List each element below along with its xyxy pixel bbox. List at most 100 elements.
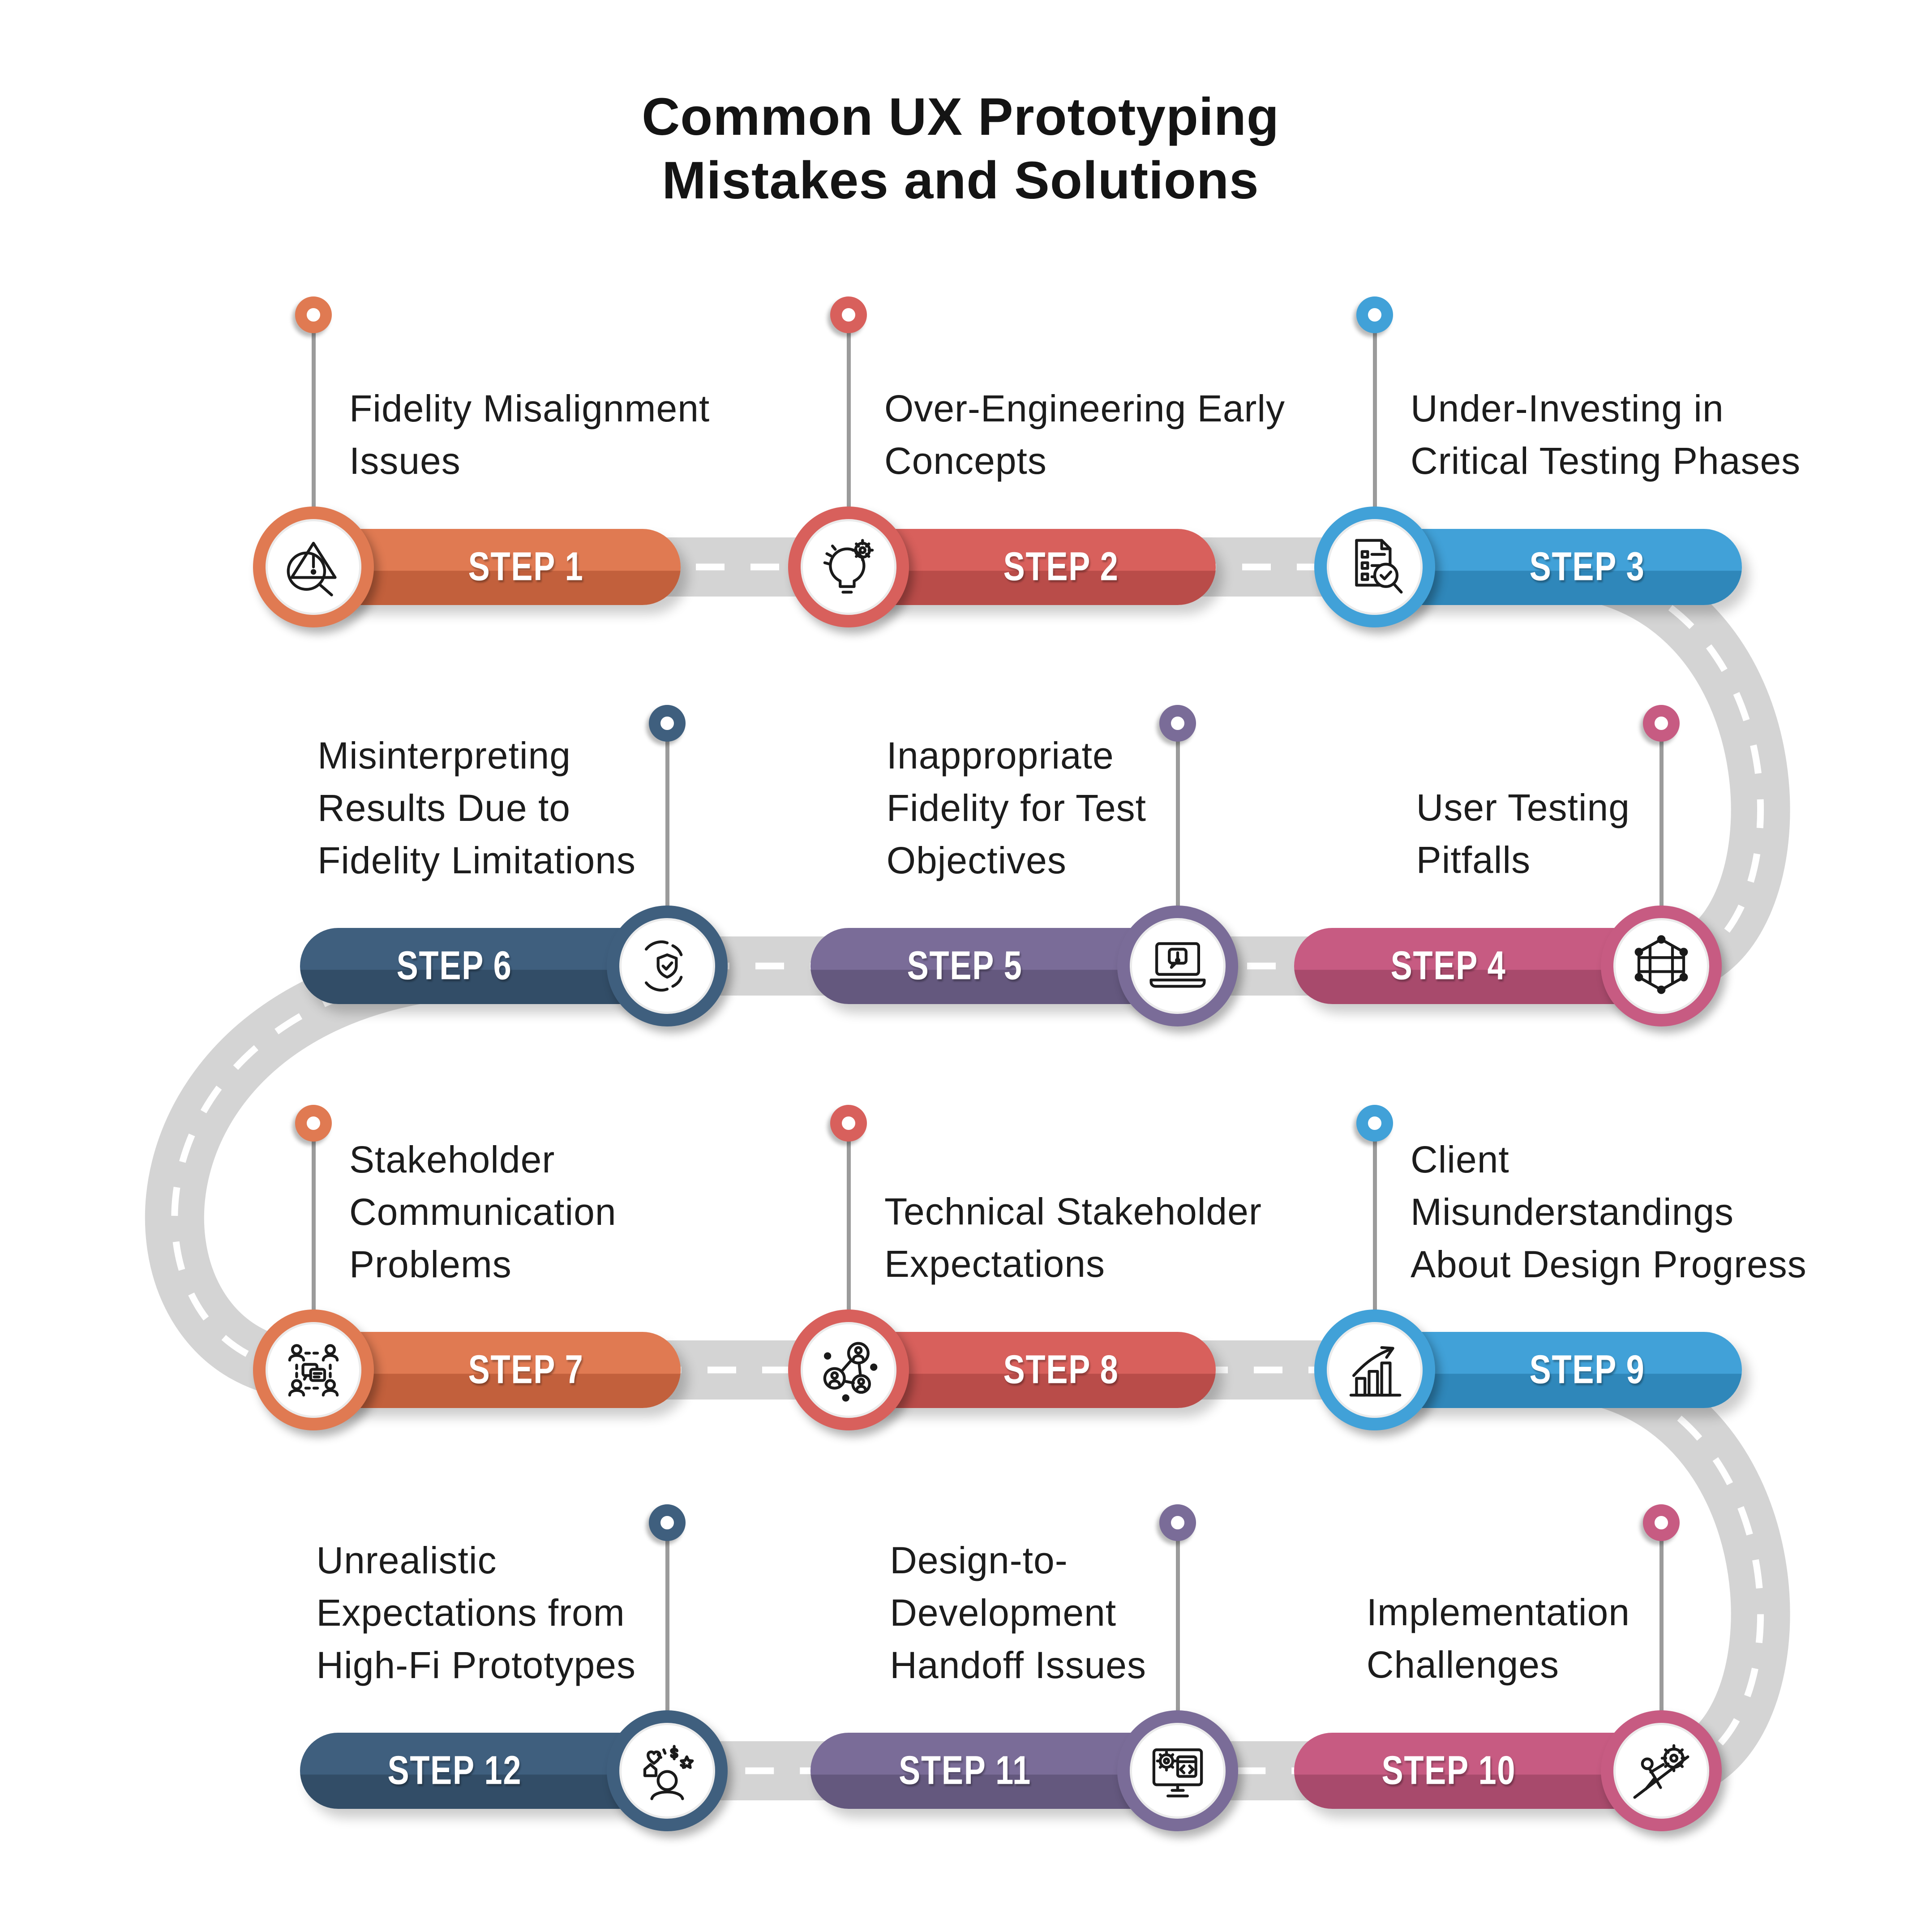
step-title-line: Design-to- bbox=[890, 1539, 1068, 1581]
step-circle bbox=[1117, 906, 1238, 1026]
step-title-line: Misunderstandings bbox=[1411, 1191, 1734, 1233]
step-title-line: Critical Testing Phases bbox=[1411, 440, 1801, 482]
step-pill-label: STEP 4 bbox=[1391, 943, 1506, 988]
step-title: Fidelity Misalignment Issues bbox=[349, 382, 710, 487]
step-title-line: Expectations bbox=[884, 1243, 1105, 1285]
step-title-line: Issues bbox=[349, 440, 461, 482]
step-title: Under-Investing in Critical Testing Phas… bbox=[1411, 382, 1801, 487]
person-ideas-icon bbox=[634, 1737, 701, 1804]
timeline-dot bbox=[1356, 1105, 1393, 1142]
step-title-line: Misinterpreting bbox=[317, 734, 571, 777]
step-title-line: Over-Engineering Early bbox=[884, 387, 1286, 429]
step-circle bbox=[607, 906, 728, 1026]
people-network-icon bbox=[815, 1336, 882, 1404]
step-title-line: Development bbox=[890, 1592, 1117, 1634]
step-title-line: Handoff Issues bbox=[890, 1644, 1146, 1686]
step-title-line: Objectives bbox=[886, 839, 1067, 881]
step-title: Over-Engineering Early Concepts bbox=[884, 382, 1285, 487]
step-title: Client Misunderstandings About Design Pr… bbox=[1411, 1133, 1807, 1291]
step-title-line: Communication bbox=[349, 1191, 617, 1233]
connector-line bbox=[1373, 331, 1377, 520]
step-circle bbox=[253, 507, 374, 627]
timeline-dot bbox=[1643, 705, 1680, 742]
step-title-line: User Testing bbox=[1416, 786, 1630, 829]
timeline-dot bbox=[1356, 296, 1393, 333]
connector-line bbox=[847, 331, 851, 520]
step-title-line: Under-Investing in bbox=[1411, 387, 1724, 429]
step-title-line: Unrealistic bbox=[316, 1539, 497, 1581]
step-title-line: Results Due to bbox=[317, 787, 570, 829]
step-title-line: High-Fi Prototypes bbox=[316, 1644, 636, 1686]
step-title: Unrealistic Expectations from High-Fi Pr… bbox=[316, 1534, 636, 1692]
step-pill-label: STEP 6 bbox=[397, 943, 512, 988]
step-pill-label: STEP 2 bbox=[1003, 544, 1119, 589]
lightbulb-gears-icon bbox=[815, 533, 882, 601]
hands-shield-icon bbox=[634, 932, 701, 1000]
growth-chart-icon bbox=[1341, 1336, 1408, 1404]
timeline-dot bbox=[1643, 1504, 1680, 1541]
timeline-dot bbox=[295, 1105, 332, 1142]
step-title: Stakeholder Communication Problems bbox=[349, 1133, 617, 1291]
timeline-dot bbox=[649, 1504, 686, 1541]
step-title-line: Fidelity Limitations bbox=[317, 839, 636, 881]
step-title-line: Problems bbox=[349, 1243, 512, 1285]
step-pill-label: STEP 12 bbox=[387, 1748, 522, 1793]
step-circle bbox=[788, 507, 909, 627]
step-title-line: Stakeholder bbox=[349, 1138, 555, 1181]
page-title-line1: Common UX Prototyping bbox=[642, 87, 1279, 146]
timeline-dot bbox=[295, 296, 332, 333]
step-title-line: Inappropriate bbox=[886, 734, 1114, 777]
step-circle bbox=[788, 1309, 909, 1430]
step-title-line: Technical Stakeholder bbox=[884, 1190, 1262, 1232]
step-circle bbox=[1601, 906, 1722, 1026]
step-title-line: Implementation bbox=[1366, 1591, 1630, 1633]
step-pill-label: STEP 9 bbox=[1530, 1347, 1645, 1392]
connector-line bbox=[847, 1139, 851, 1323]
road-dash-line bbox=[171, 563, 1764, 1774]
step-pill-label: STEP 5 bbox=[907, 943, 1023, 988]
monitor-code-icon bbox=[1144, 1737, 1211, 1804]
connector-line bbox=[312, 331, 316, 520]
person-gear-icon bbox=[1628, 1737, 1695, 1804]
step-title-line: Expectations from bbox=[316, 1592, 625, 1634]
step-title-line: Fidelity Misalignment bbox=[349, 387, 710, 429]
connector-line bbox=[1176, 739, 1180, 919]
step-circle bbox=[1314, 507, 1435, 627]
step-title: Technical Stakeholder Expectations bbox=[884, 1185, 1262, 1290]
step-circle bbox=[1314, 1309, 1435, 1430]
network-mesh-icon bbox=[1628, 932, 1695, 1000]
step-title-line: Fidelity for Test bbox=[886, 787, 1146, 829]
timeline-dot bbox=[830, 1105, 867, 1142]
step-pill-label: STEP 11 bbox=[899, 1748, 1031, 1793]
step-title: Inappropriate Fidelity for Test Objectiv… bbox=[887, 730, 1146, 887]
step-title-line: Concepts bbox=[884, 440, 1047, 482]
step-title-line: Pitfalls bbox=[1416, 839, 1531, 881]
page-title-line2: Mistakes and Solutions bbox=[662, 151, 1259, 210]
page-title: Common UX Prototyping Mistakes and Solut… bbox=[0, 85, 1921, 212]
connector-line bbox=[665, 739, 669, 919]
timeline-dot bbox=[1159, 705, 1196, 742]
step-pill-label: STEP 10 bbox=[1381, 1748, 1516, 1793]
step-title-line: Client bbox=[1411, 1138, 1509, 1181]
step-title: Implementation Challenges bbox=[1367, 1586, 1630, 1691]
connector-line bbox=[665, 1539, 669, 1724]
step-circle bbox=[1117, 1710, 1238, 1831]
checklist-magnifier-icon bbox=[1341, 533, 1408, 601]
connector-line bbox=[1659, 1539, 1664, 1724]
timeline-dot bbox=[830, 296, 867, 333]
step-title-line: About Design Progress bbox=[1411, 1243, 1807, 1285]
connector-line bbox=[1659, 739, 1664, 919]
step-title: Misinterpreting Results Due to Fidelity … bbox=[317, 730, 636, 887]
step-title: Design-to- Development Handoff Issues bbox=[890, 1534, 1146, 1692]
step-circle bbox=[1601, 1710, 1722, 1831]
step-pill-label: STEP 1 bbox=[468, 544, 584, 589]
team-chat-icon bbox=[280, 1336, 347, 1404]
warning-magnifier-icon bbox=[280, 533, 347, 601]
connector-line bbox=[312, 1139, 316, 1323]
laptop-alert-icon bbox=[1144, 932, 1211, 1000]
timeline-dot bbox=[1159, 1504, 1196, 1541]
connector-line bbox=[1373, 1139, 1377, 1323]
step-circle bbox=[607, 1710, 728, 1831]
step-title: User Testing Pitfalls bbox=[1416, 781, 1630, 886]
